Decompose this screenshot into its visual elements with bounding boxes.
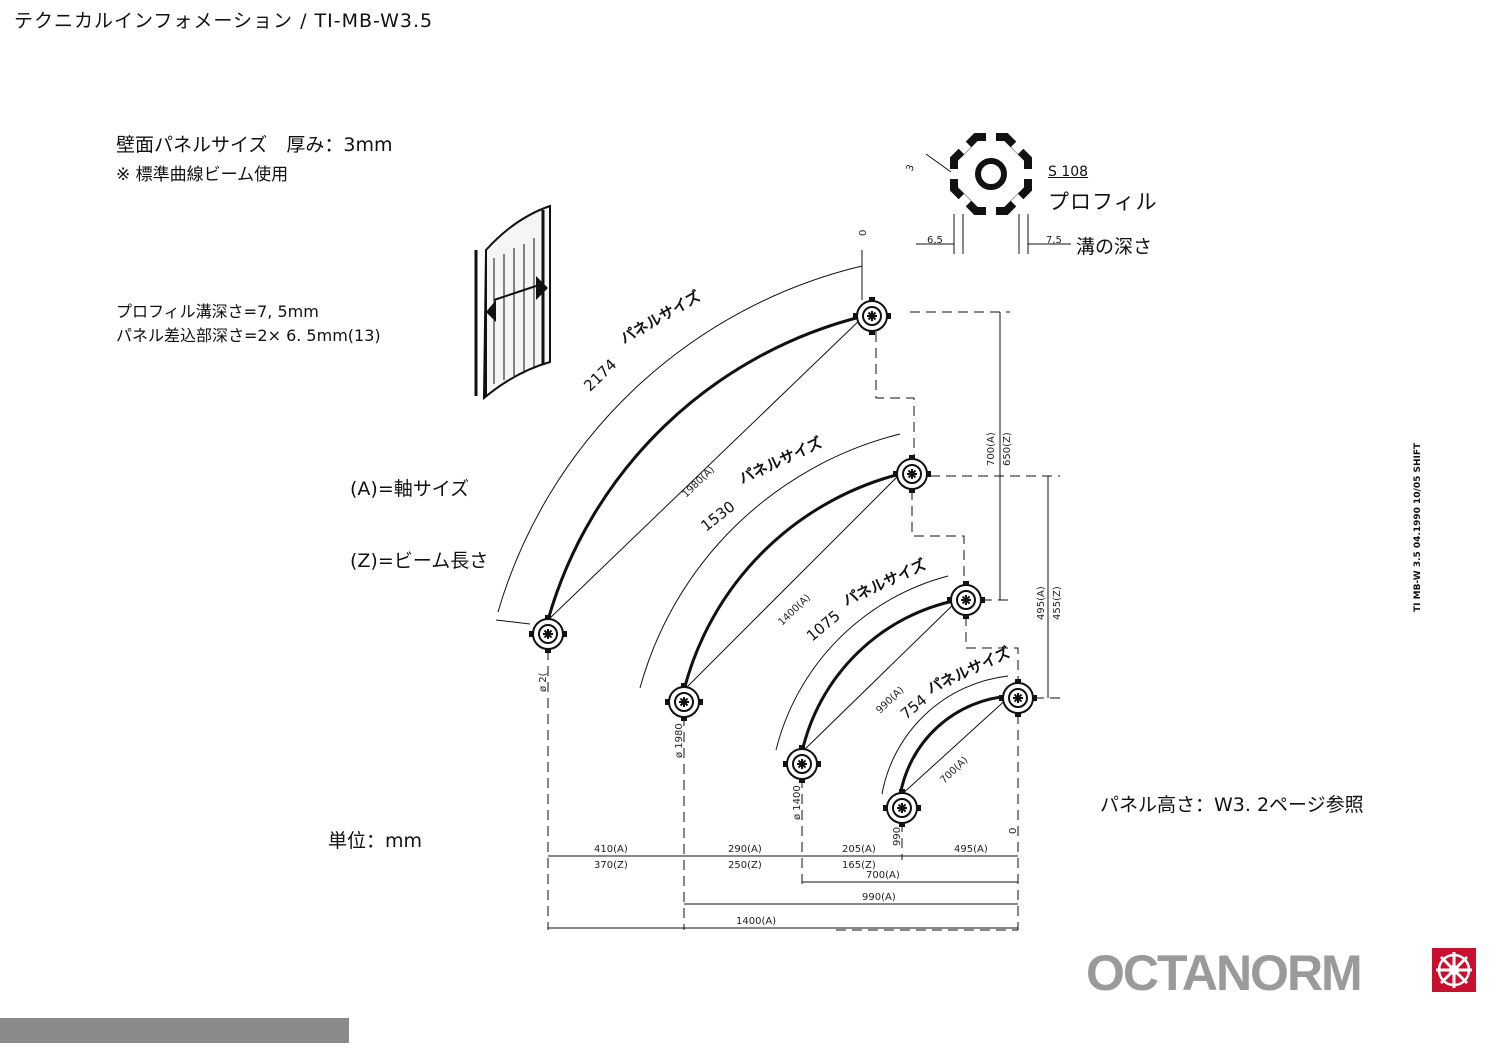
total-dim-700a: 700(A) (866, 870, 900, 881)
hdim-370z: 370(Z) (594, 860, 628, 871)
vdim-455z: 455(Z) (1052, 586, 1063, 620)
arc1-chord: 1980(A) (680, 464, 717, 500)
dimension-lines (548, 312, 1049, 929)
vdim-495a: 495(A) (1036, 586, 1047, 620)
zero-label-top: 0 (858, 230, 869, 236)
arc-group-3 (775, 575, 986, 784)
profile-code: S 108 (1048, 164, 1089, 180)
panel-size-spec: 壁面パネルサイズ 厚み：3mm (116, 134, 393, 156)
diameter-label-2: ø 1980 (674, 723, 685, 758)
arc2-chord: 1400(A) (776, 592, 813, 628)
arc1-panel-size: 2174 (580, 355, 620, 394)
vdim-650z: 650(Z) (1002, 432, 1013, 466)
curved-panel-illustration (474, 204, 551, 401)
beam-joint-3b (946, 580, 986, 620)
beam-joint-3a (782, 744, 822, 784)
hdim-250z: 250(Z) (728, 860, 762, 871)
footer-bar (0, 1018, 349, 1043)
hdim-495a: 495(A) (954, 844, 988, 855)
arc3-panel-label: パネルサイズ (840, 555, 929, 609)
octanorm-logo: OCTANORM (1086, 945, 1363, 1001)
legend-axis-size: (A)=軸サイズ (350, 478, 470, 500)
arc4-panel-label: パネルサイズ (924, 643, 1013, 697)
total-dim-990a: 990(A) (862, 892, 896, 903)
diameter-label-1: ø 2( (538, 672, 549, 692)
construction-lines (547, 311, 1060, 931)
unit-label: 単位：mm (328, 830, 423, 852)
hdim-165z: 165(Z) (842, 860, 876, 871)
beam-joint-4a (882, 788, 922, 828)
beam-note: ※ 標準曲線ビーム使用 (116, 165, 289, 185)
hdim-205a: 205(A) (842, 844, 876, 855)
zero-label-bottom: 0 (1008, 828, 1019, 834)
total-dim-1400a: 1400(A) (736, 916, 776, 927)
arc2-panel-label: パネルサイズ (736, 433, 825, 487)
beam-joint-4b (998, 678, 1038, 718)
beam-joint-1a (528, 614, 568, 654)
hdim-290a: 290(A) (728, 844, 762, 855)
arc4-chord: 700(A) (938, 755, 970, 786)
octanorm-star-icon (1432, 948, 1476, 992)
groove-depth-label: 溝の深さ (1076, 236, 1153, 258)
arc-group-4 (881, 675, 1038, 828)
arc-group-2 (639, 433, 932, 722)
profile-label: プロフィル (1048, 190, 1158, 214)
page-title: テクニカルインフォメーション / TI-MB-W3.5 (14, 10, 434, 32)
arc1-panel-label: パネルサイズ (617, 287, 704, 347)
hdim-410a: 410(A) (594, 844, 628, 855)
beam-joint-2a (664, 682, 704, 722)
profile-dim-top: 3 (904, 163, 917, 173)
legend-beam-length: (Z)=ビーム長さ (350, 550, 489, 572)
beam-joint-1b (852, 296, 892, 336)
profile-groove-depth: プロフィル溝深さ=7, 5mm (116, 302, 319, 321)
profile-dim-right: 7,5 (1046, 235, 1062, 246)
panel-insert-depth: パネル差込部深さ=2× 6. 5mm(13) (116, 326, 381, 345)
profile-dim-left: 6,5 (927, 235, 943, 246)
vdim-700a: 700(A) (986, 432, 997, 466)
s108-profile-section (916, 133, 1071, 254)
panel-height-note: パネル高さ：W3. 2ページ参照 (1100, 794, 1364, 816)
diameter-label-3: ø 1400 (792, 785, 803, 820)
diameter-label-4: 990 (892, 827, 903, 846)
arc-group-1 (495, 250, 892, 654)
beam-joint-2b (892, 454, 932, 494)
